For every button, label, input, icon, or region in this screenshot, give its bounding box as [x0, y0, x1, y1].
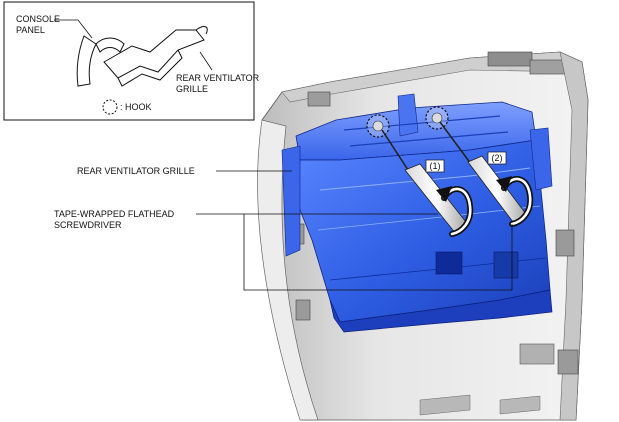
- label-rear-ventilator-grille: REAR VENTILATOR GRILLE: [77, 166, 195, 176]
- curved-arrow-icon-2: [496, 176, 534, 227]
- inset-label-rear-ventilator-line1: REAR VENTILATOR: [176, 73, 260, 83]
- inset-console-panel: [76, 35, 97, 87]
- hook-marker-left: [366, 114, 390, 138]
- hook-marker-right: [425, 106, 449, 130]
- inset-label-rear-ventilator-line2: GRILLE: [176, 84, 208, 94]
- svg-text:(2): (2): [492, 153, 503, 163]
- step-1-callout: (1): [425, 159, 445, 173]
- dashed-circle-icon: [102, 99, 118, 115]
- label-screwdriver-line2: SCREWDRIVER: [54, 220, 122, 230]
- step-2-callout: (2): [487, 151, 507, 165]
- inset-grille: [103, 29, 205, 79]
- leader-screwdriver: [196, 213, 513, 291]
- inset-label-hook: : HOOK: [120, 102, 152, 112]
- label-screwdriver-line1: TAPE-WRAPPED FLATHEAD: [54, 209, 175, 219]
- curved-arrow-icon: [436, 186, 474, 237]
- inset-label-console-line1: CONSOLE: [16, 14, 60, 24]
- inset-diagram: CONSOLE PANEL REAR VENTILATOR GRILLE : H…: [3, 1, 260, 121]
- inset-label-console-line2: PANEL: [16, 25, 45, 35]
- svg-text:(1): (1): [430, 161, 441, 171]
